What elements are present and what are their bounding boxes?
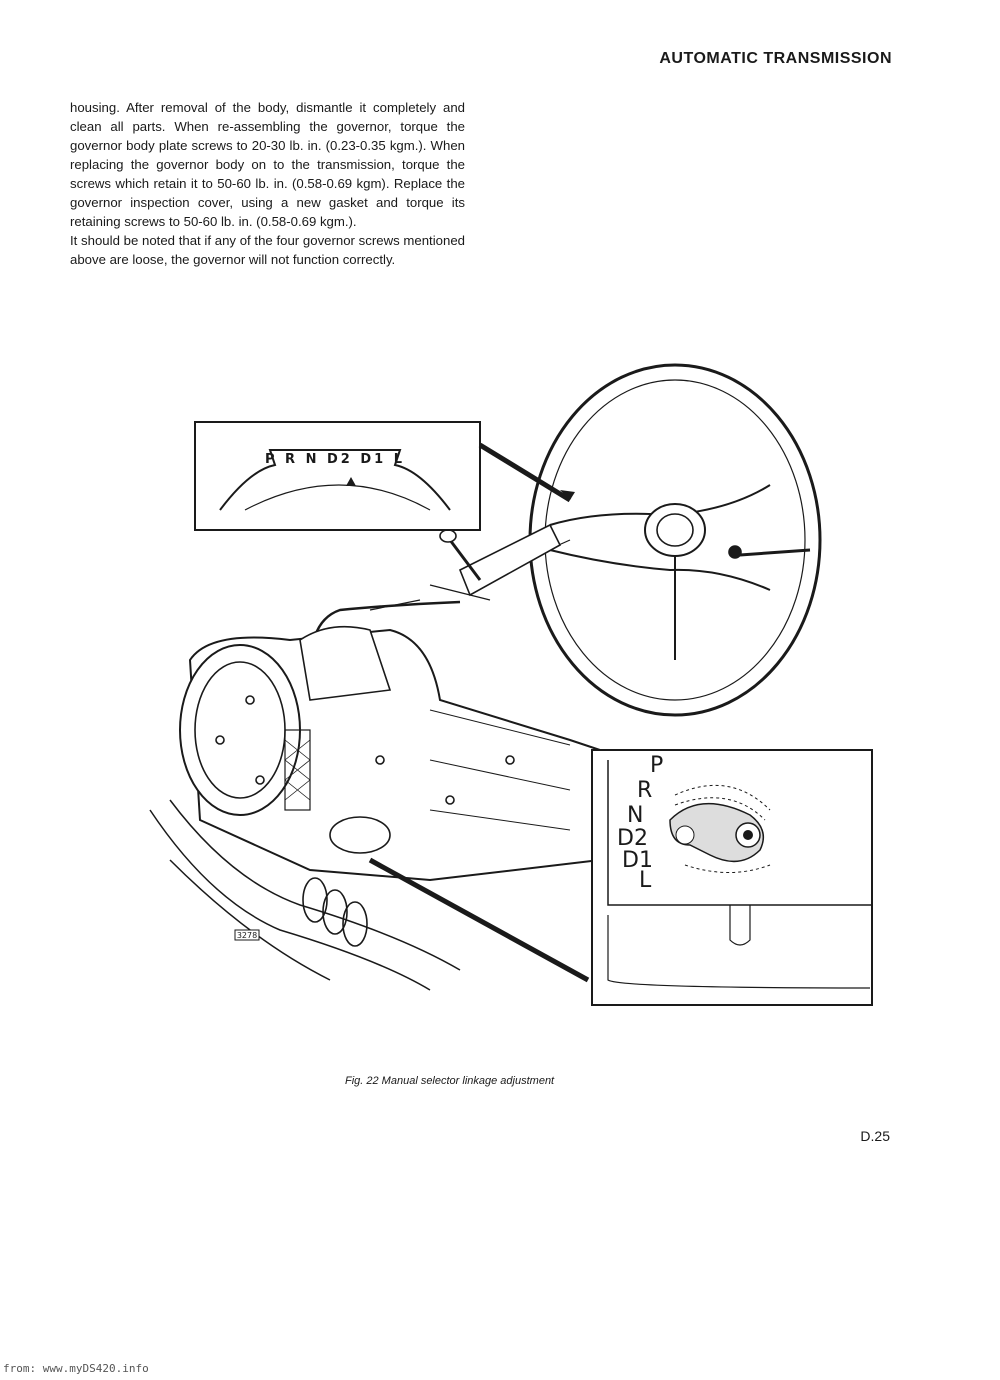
detent-label-n: N [627, 803, 643, 828]
body-text: housing. After removal of the body, dism… [70, 98, 465, 269]
page-header-title: AUTOMATIC TRANSMISSION [659, 50, 892, 67]
detent-label-r: R [637, 778, 652, 803]
figure-caption: Fig. 22 Manual selector linkage adjustme… [345, 1075, 555, 1087]
footer-source: from: www.myDS420.info [3, 1362, 149, 1375]
reference-number-box: 3278 [234, 929, 260, 941]
detent-label-d1: D1 [622, 848, 653, 873]
horn-boss [644, 503, 706, 557]
bell-housing [179, 644, 301, 816]
detent-label-d2: D2 [617, 826, 648, 851]
selector-label: P R N D2 D1 L [265, 452, 405, 467]
paragraph-1: housing. After removal of the body, dism… [70, 100, 465, 229]
linkage-illustration: P R N D2 D1 L P R N D2 D1 L [149, 363, 873, 1006]
figure-selector-linkage: P R N D2 D1 L P R N D2 D1 L [130, 340, 900, 1020]
page-number: D.25 [860, 1128, 890, 1144]
detent-label-p: P [650, 753, 663, 778]
reference-number: 3278 [237, 931, 257, 940]
inset-selector-quadrant: P R N D2 D1 L [194, 421, 575, 531]
paragraph-2: It should be noted that if any of the fo… [70, 233, 465, 267]
inset-detent-plate: P R N D2 D1 L [368, 749, 873, 1006]
detent-label-l: L [639, 868, 652, 893]
